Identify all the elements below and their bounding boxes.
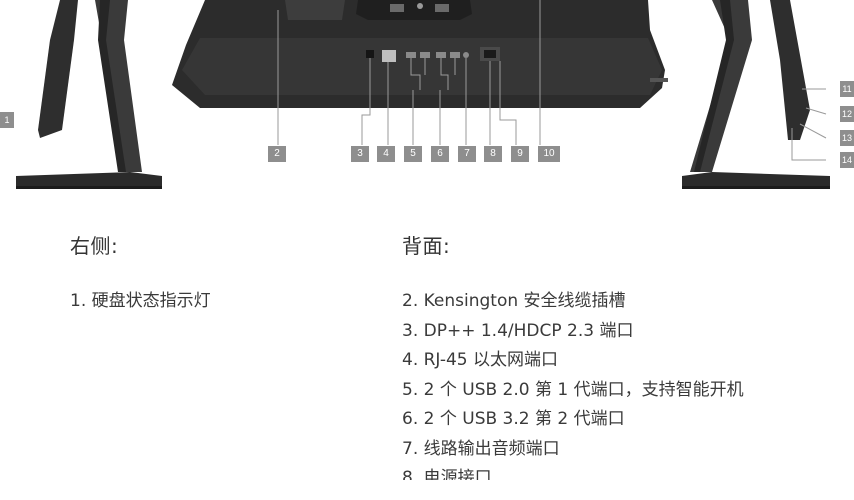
rear-list: 2. Kensington 安全线缆插槽 3. DP++ 1.4/HDCP 2.… [402,289,744,480]
right-side-view [682,0,830,189]
list-item: 8. 电源接口 [402,468,492,480]
callout-10: 10 [538,146,560,162]
list-item: 6. 2 个 USB 3.2 第 2 代端口 [402,409,625,429]
callout-5: 5 [404,146,422,162]
callout-13: 13 [840,130,854,146]
monitor-illustration [16,0,830,189]
callout-4: 4 [377,146,395,162]
rear-heading: 背面: [402,234,451,258]
list-item: 1. 硬盘状态指示灯 [70,291,211,311]
list-item: 2. Kensington 安全线缆插槽 [402,291,626,311]
callout-12: 12 [840,106,854,122]
callout-7: 7 [458,146,476,162]
right-side-list: 1. 硬盘状态指示灯 [70,289,211,319]
callout-6: 6 [431,146,449,162]
callout-11: 11 [840,81,854,97]
list-item: 5. 2 个 USB 2.0 第 1 代端口，支持智能开机 [402,379,744,400]
callout-3: 3 [351,146,369,162]
callout-1: 1 [0,112,14,128]
right-side-heading: 右侧: [70,234,119,258]
left-side-view [16,0,162,189]
callout-2: 2 [268,146,286,162]
list-item: 3. DP++ 1.4/HDCP 2.3 端口 [402,320,634,341]
list-item: 4. RJ-45 以太网端口 [402,350,559,370]
product-figure: 1 2 3 4 5 6 7 8 9 10 11 12 13 14 [0,0,854,200]
list-item: 7. 线路输出音频端口 [402,438,560,459]
rear-view [172,0,668,145]
callout-14: 14 [840,152,854,168]
callout-8: 8 [484,146,502,162]
callout-9: 9 [511,146,529,162]
